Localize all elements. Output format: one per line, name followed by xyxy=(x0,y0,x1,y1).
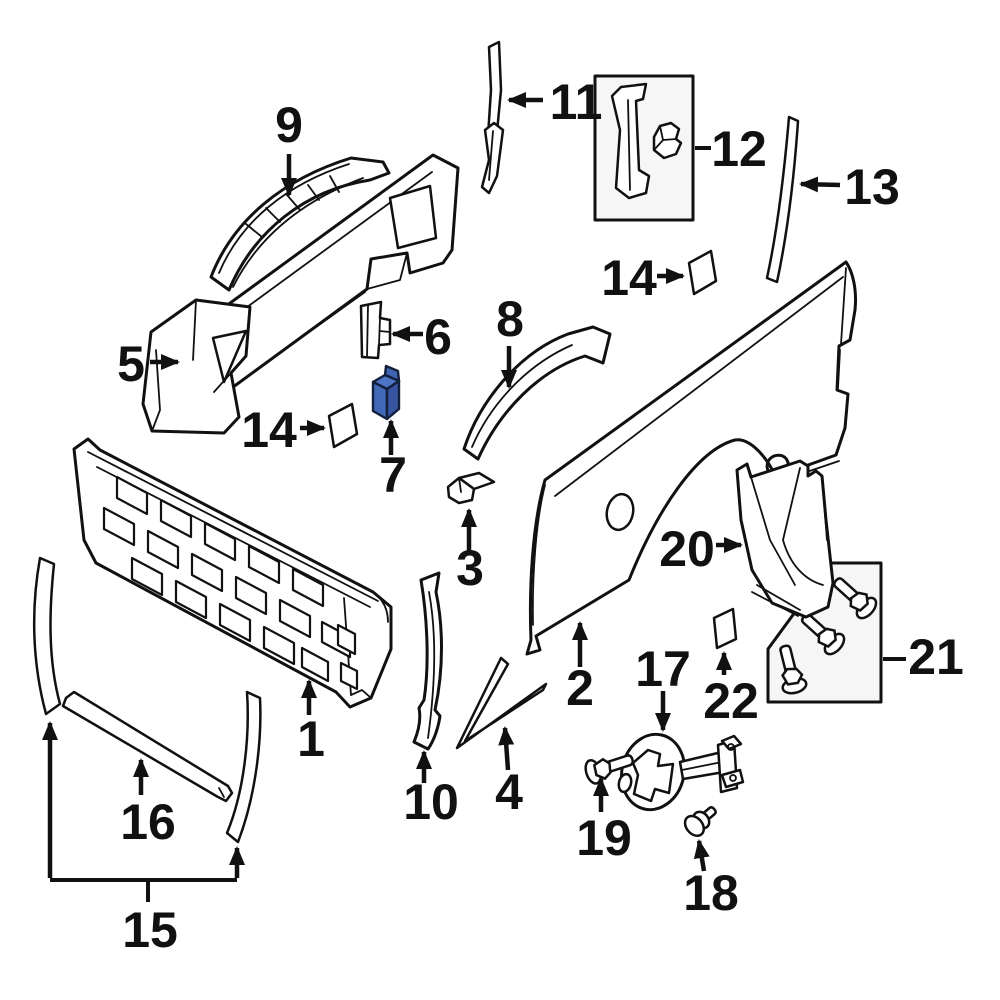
part-17-fuel-door xyxy=(617,732,745,812)
callout-label-15: 15 xyxy=(122,902,178,958)
callout-label-21: 21 xyxy=(908,629,964,685)
callout-label-20: 20 xyxy=(659,521,715,577)
callout-label-12: 12 xyxy=(711,121,767,177)
part-15-moldings xyxy=(32,556,262,844)
part-11-molding-strip xyxy=(480,40,505,195)
callout-label-14-upper: 14 xyxy=(601,250,657,306)
callout-label-16: 16 xyxy=(120,794,176,850)
callout-label-14-lower: 14 xyxy=(241,402,297,458)
fuel-filler-hole xyxy=(605,492,635,532)
callout-label-22: 22 xyxy=(703,673,759,729)
part-7-clip-highlighted xyxy=(371,364,401,421)
part-14-pad-lower xyxy=(327,402,359,449)
part-1-bed-inner-panel xyxy=(72,437,393,709)
callout-labels: 1 2 3 4 5 6 7 8 9 10 11 12 13 14 14 15 1… xyxy=(117,74,964,958)
callout-label-1: 1 xyxy=(297,711,325,767)
callout-label-3: 3 xyxy=(456,540,484,596)
part-3-bracket xyxy=(446,471,496,505)
part-4-v-molding xyxy=(455,656,548,750)
part-16-sill-strip xyxy=(61,690,234,803)
part-5-panel-foot xyxy=(141,298,252,435)
callout-label-10: 10 xyxy=(403,774,459,830)
callout-arrows xyxy=(42,92,906,902)
callout-label-2: 2 xyxy=(566,660,594,716)
callout-label-9: 9 xyxy=(275,97,303,153)
part-12-kit-box xyxy=(593,74,695,222)
part-21-bolt-kit-box xyxy=(766,561,883,704)
front-panel-assembly xyxy=(141,153,460,435)
part-10-rear-molding xyxy=(412,571,443,751)
callout-label-18: 18 xyxy=(683,865,739,921)
callout-label-17: 17 xyxy=(635,641,691,697)
callout-label-6: 6 xyxy=(424,309,452,365)
part-6-clip-bracket xyxy=(359,300,392,360)
callout-label-11: 11 xyxy=(550,74,603,130)
part-9-rail xyxy=(209,156,391,292)
part-8-wheel-arch-molding xyxy=(462,325,612,461)
part-2-quarter-panel xyxy=(525,260,857,656)
part-20-splash-shield xyxy=(735,459,835,619)
callout-label-8: 8 xyxy=(496,291,524,347)
part-22-pad xyxy=(712,607,738,650)
callout-label-5: 5 xyxy=(117,336,145,392)
callout-label-13: 13 xyxy=(844,159,900,215)
part-14-pad-upper xyxy=(687,249,718,296)
part-18-screw xyxy=(683,806,717,837)
part-13-molding-strip xyxy=(765,115,800,284)
callout-label-19: 19 xyxy=(576,810,632,866)
callout-label-4: 4 xyxy=(495,764,523,820)
callout-label-7: 7 xyxy=(379,447,407,503)
